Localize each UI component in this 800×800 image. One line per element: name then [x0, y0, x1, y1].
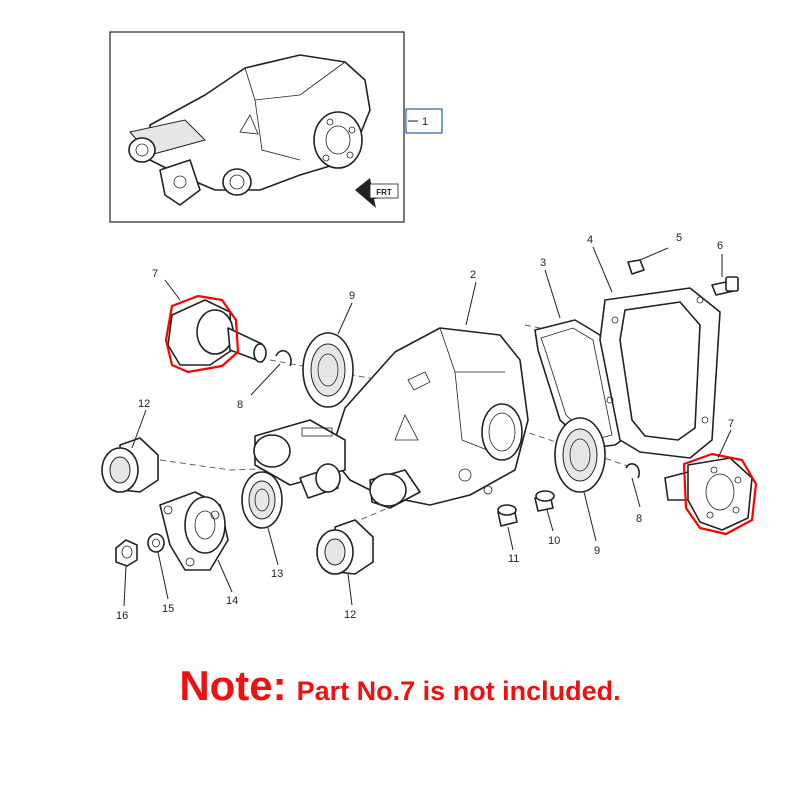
callout-9-right: 9	[594, 545, 600, 557]
callout-6: 6	[717, 240, 723, 252]
part-12-upper-bushing	[101, 437, 159, 493]
callout-4: 4	[587, 234, 593, 246]
inset-pinion-flange	[159, 159, 201, 206]
callout-15: 15	[162, 603, 174, 615]
callout-7-right: 7	[728, 418, 734, 430]
part-5-bolt: 5	[627, 232, 682, 275]
callout-13: 13	[271, 568, 283, 580]
callout-16: 16	[116, 610, 128, 622]
part-13-pinion-seal	[241, 471, 283, 529]
callout-8-left: 8	[237, 399, 243, 411]
callout-3: 3	[540, 257, 546, 269]
note-text: Part No.7 is not included.	[296, 676, 621, 706]
callout-12-lower: 12	[344, 609, 356, 621]
leader-lines	[123, 246, 732, 607]
callout-5: 5	[676, 232, 682, 244]
callout-1: 1	[422, 116, 428, 128]
part-12-lower-bushing	[316, 519, 374, 575]
note-label: Note:	[179, 662, 287, 709]
part-10-plug	[534, 490, 555, 512]
part-3-gasket	[534, 319, 623, 449]
part-7-left-highlight	[164, 294, 240, 374]
callout-14: 14	[226, 595, 238, 607]
callout-12-upper: 12	[138, 398, 150, 410]
part-14-pinion-flange	[159, 491, 229, 571]
forward-arrow-icon: FRT	[355, 178, 399, 208]
callout-9-left: 9	[349, 290, 355, 302]
callout-11: 11	[508, 553, 519, 565]
note-banner: Note: Part No.7 is not included.	[0, 662, 800, 710]
callout-2: 2	[470, 269, 476, 281]
part-16-nut	[115, 539, 138, 567]
part-15-washer	[147, 533, 165, 553]
callout-10: 10	[548, 535, 560, 547]
callout-8-right: 8	[636, 513, 642, 525]
part-6-bolt: 6	[711, 240, 739, 296]
pinion-shaft	[299, 463, 341, 499]
part-9-left-seal	[302, 332, 354, 408]
part-8-left-snap-ring	[275, 349, 292, 367]
callout-7-left: 7	[152, 268, 158, 280]
inset-output-flange	[313, 111, 363, 169]
part-9-right-seal	[554, 417, 606, 493]
part-7-right-highlight	[682, 452, 758, 536]
part-2-differential-housing	[329, 327, 529, 506]
part-4-rear-cover	[599, 287, 721, 459]
part-8-right-snap-ring	[625, 463, 640, 479]
callout-numbers: 2 3 4 7 7 8 8 9 9 10 11 12 12 13 14 15 1…	[116, 234, 734, 622]
part-7-left-output-flange	[164, 294, 267, 374]
assembly-inset: FRT 1	[109, 31, 443, 223]
part-7-right-output-flange	[664, 452, 758, 536]
part-11-plug	[497, 504, 518, 527]
forward-label: FRT	[376, 188, 392, 197]
